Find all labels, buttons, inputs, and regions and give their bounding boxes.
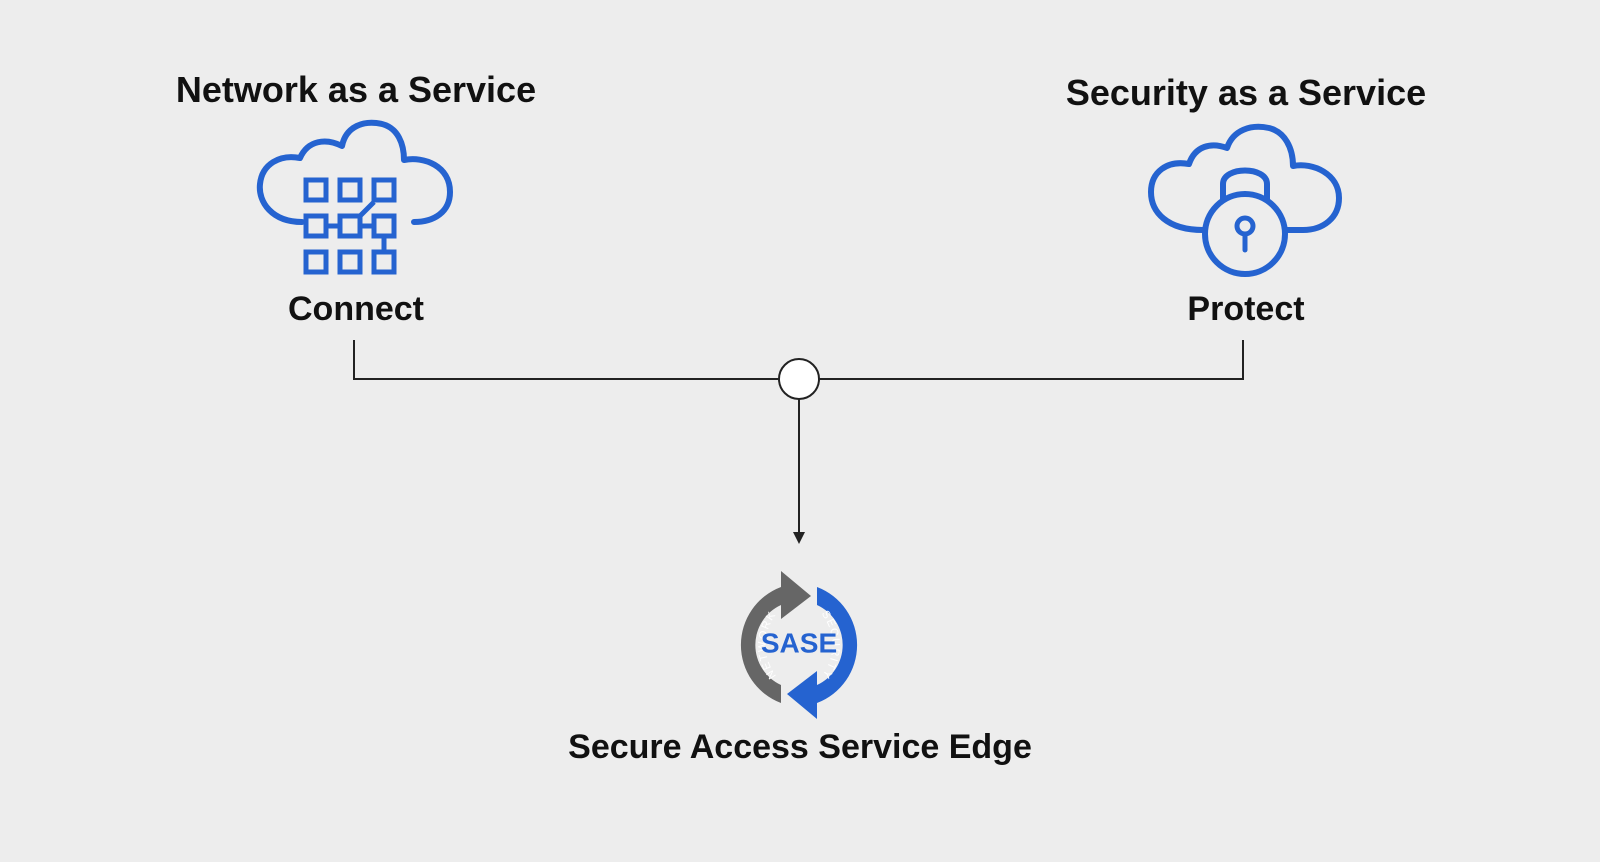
junction-node — [778, 358, 820, 400]
security-arrowhead — [787, 671, 817, 719]
cloud-lock-icon — [1148, 123, 1342, 277]
protect-label: Protect — [1187, 290, 1305, 328]
sase-cycle-logo: NETWORK SECURITY SASE — [740, 571, 858, 719]
right-connector — [819, 340, 1244, 380]
connect-label: Connect — [288, 290, 424, 328]
security-arc — [817, 587, 858, 703]
sase-caption: Secure Access Service Edge — [568, 728, 1032, 766]
left-connector — [353, 340, 779, 380]
security-as-a-service-heading: Security as a Service — [1065, 72, 1427, 113]
network-arc — [740, 587, 781, 703]
network-arrowhead — [781, 571, 811, 619]
cloud-network-grid-icon — [256, 119, 453, 275]
ring-network-textpath: NETWORK — [757, 609, 778, 681]
sase-logo-text: SASE — [761, 627, 837, 658]
ring-network-text: NETWORK — [757, 609, 779, 681]
network-as-a-service-heading: Network as a Service — [175, 69, 537, 110]
